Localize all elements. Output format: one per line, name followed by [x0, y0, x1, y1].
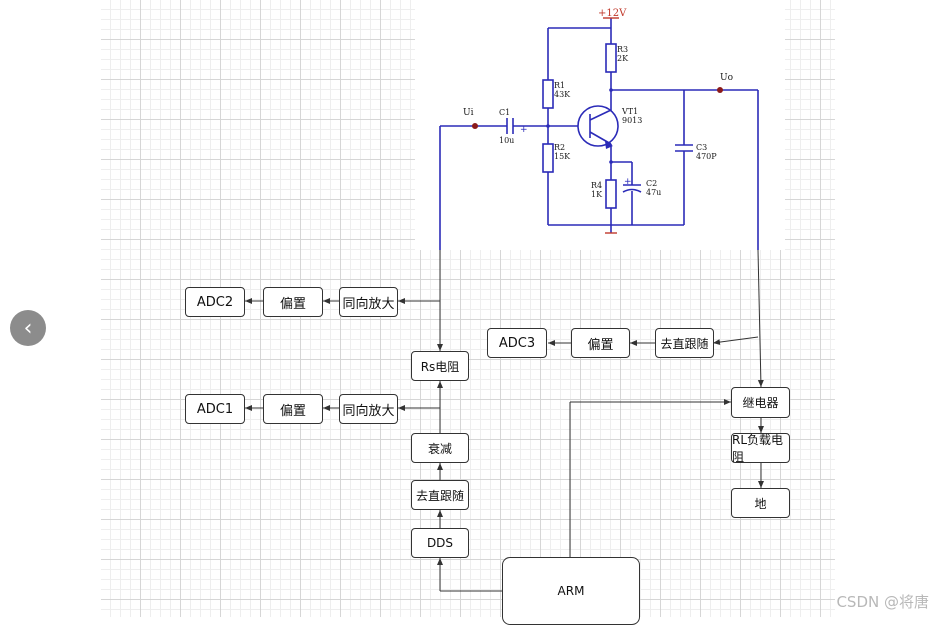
arm-block[interactable]: ARM: [502, 557, 640, 625]
follower-right-block[interactable]: 去直跟随: [655, 328, 714, 358]
vt1-value: 9013: [622, 116, 642, 125]
r4-value: 1K: [591, 190, 603, 199]
bias-mid-block[interactable]: 偏置: [571, 328, 630, 358]
output-node: [717, 87, 723, 93]
output-label: Uo: [720, 73, 733, 83]
watermark: CSDN @将唐: [836, 593, 929, 611]
c2-name: C2: [646, 179, 657, 188]
r4-name: R4: [591, 181, 602, 190]
amp-top-block[interactable]: 同向放大: [339, 287, 398, 317]
bias-top-block[interactable]: 偏置: [263, 287, 323, 317]
r2-value: 15K: [554, 152, 571, 161]
input-node: [472, 123, 478, 129]
r2-name: R2: [554, 143, 565, 152]
circuit-accents: [472, 17, 723, 234]
rl-load-block[interactable]: RL负载电阻: [731, 433, 790, 464]
relay-block[interactable]: 继电器: [731, 387, 790, 418]
svg-text:+: +: [624, 177, 632, 187]
c1-name: C1: [499, 108, 510, 117]
r3-value: 2K: [617, 54, 629, 63]
adc2-block[interactable]: ADC2: [185, 287, 245, 317]
bias-bottom-block[interactable]: 偏置: [263, 394, 323, 424]
c3-name: C3: [696, 143, 707, 152]
adc3-block[interactable]: ADC3: [487, 328, 547, 358]
block-connectors: [245, 249, 764, 592]
amp-bottom-block[interactable]: 同向放大: [339, 394, 398, 424]
chevron-left-icon[interactable]: ‹: [10, 310, 46, 346]
r1-name: R1: [554, 81, 565, 90]
dds-block[interactable]: DDS: [411, 528, 469, 558]
svg-text:+: +: [520, 125, 528, 135]
c2-value: 47u: [646, 188, 661, 197]
supply-label: +12V: [598, 8, 627, 19]
circuit-schematic: [439, 18, 759, 250]
r3-name: R3: [617, 45, 628, 54]
attenuation-block[interactable]: 衰减: [411, 433, 469, 463]
c3-value: 470P: [696, 152, 717, 161]
r1-value: 43K: [554, 90, 571, 99]
rs-resistor-block[interactable]: Rs电阻: [411, 351, 469, 381]
vt1-name: VT1: [621, 107, 638, 116]
c1-value: 10u: [499, 136, 514, 145]
adc1-block[interactable]: ADC1: [185, 394, 245, 424]
ground-block[interactable]: 地: [731, 488, 790, 518]
follower-left-block[interactable]: 去直跟随: [411, 480, 469, 510]
input-label: Ui: [463, 108, 474, 118]
